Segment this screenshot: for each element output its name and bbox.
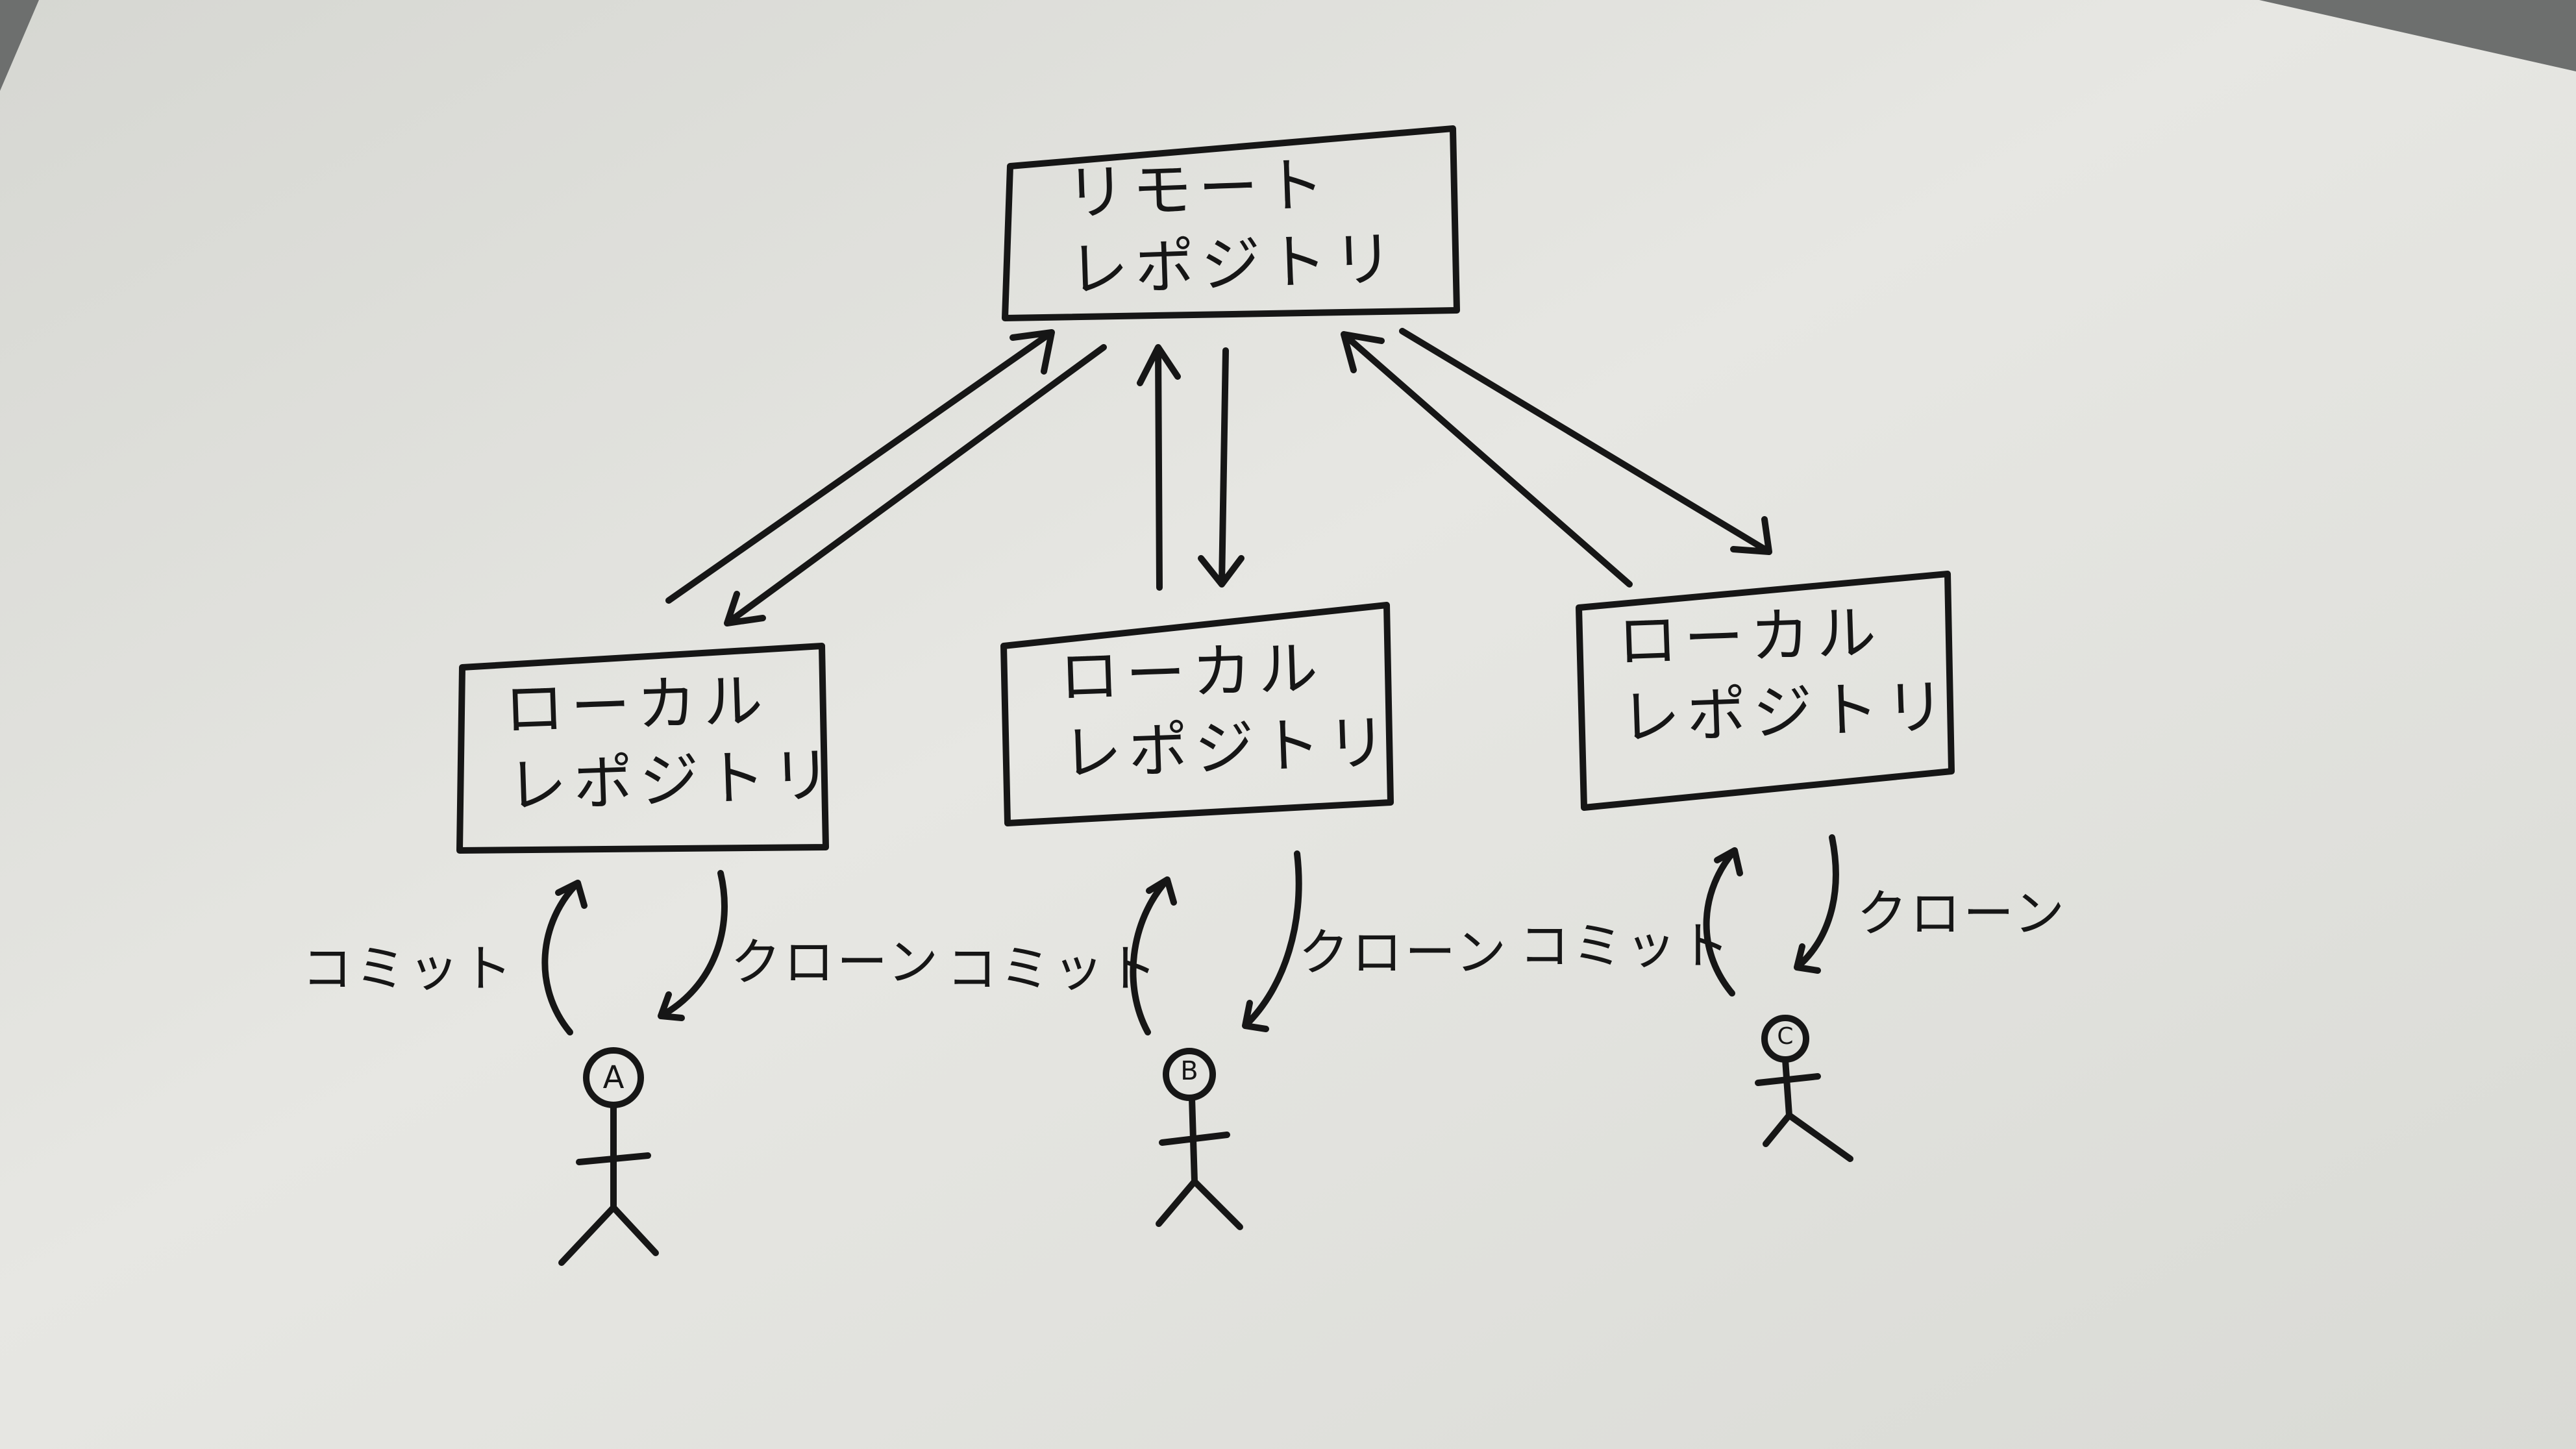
local-b-label-line1: ローカル [1058, 633, 1326, 712]
person-c-letter: C [1777, 1023, 1794, 1050]
clone-arrow-c [1794, 834, 1839, 974]
local-c-label-line1: ローカル [1616, 597, 1884, 676]
local-a-label-line2: レポジトリ [506, 740, 839, 821]
commit-arrow-c [1703, 847, 1743, 997]
pull-arrow-a [724, 344, 1107, 626]
local-repository-box-a [456, 643, 829, 854]
local-b-label-line2: レポジトリ [1061, 708, 1394, 789]
person-b-letter: B [1180, 1056, 1198, 1086]
commit-arrow-a [541, 880, 588, 1035]
clone-label-c: クローン [1857, 885, 2068, 943]
commit-label-b: コミット [947, 940, 1160, 998]
pull-arrow-c [1399, 328, 1772, 555]
remote-label-line2: レポジトリ [1067, 224, 1401, 305]
local-repository-box-c [1576, 571, 1955, 811]
local-c-label-line2: レポジトリ [1619, 672, 1953, 753]
push-arrow-a [665, 329, 1055, 604]
local-repository-label-c: ローカル レポジトリ [1616, 592, 1953, 757]
clone-label-a: クローン [730, 934, 941, 992]
local-a-label-line1: ローカル [503, 665, 771, 745]
pull-arrow-b [1198, 347, 1245, 588]
local-repository-label-a: ローカル レポジトリ [503, 660, 839, 825]
person-c-figure [1755, 1015, 1853, 1162]
clone-arrow-a [658, 870, 728, 1021]
remote-repository-box [1002, 125, 1460, 321]
remote-repository-label: リモート レポジトリ [1065, 144, 1401, 309]
clone-label-b: クローン [1298, 924, 1509, 982]
commit-label-a: コミット [302, 940, 515, 998]
push-arrow-b [1137, 344, 1181, 591]
person-a-letter: A [602, 1059, 625, 1096]
commit-arrow-b [1130, 876, 1177, 1035]
person-a-figure [558, 1047, 659, 1266]
commit-label-c: コミット [1519, 917, 1733, 976]
local-repository-box-b [1000, 602, 1394, 826]
person-b-figure [1156, 1048, 1243, 1230]
push-arrow-c [1341, 331, 1633, 588]
clone-arrow-b [1242, 850, 1302, 1032]
remote-label-line1: リモート [1065, 149, 1332, 229]
local-repository-label-b: ローカル レポジトリ [1058, 628, 1394, 793]
